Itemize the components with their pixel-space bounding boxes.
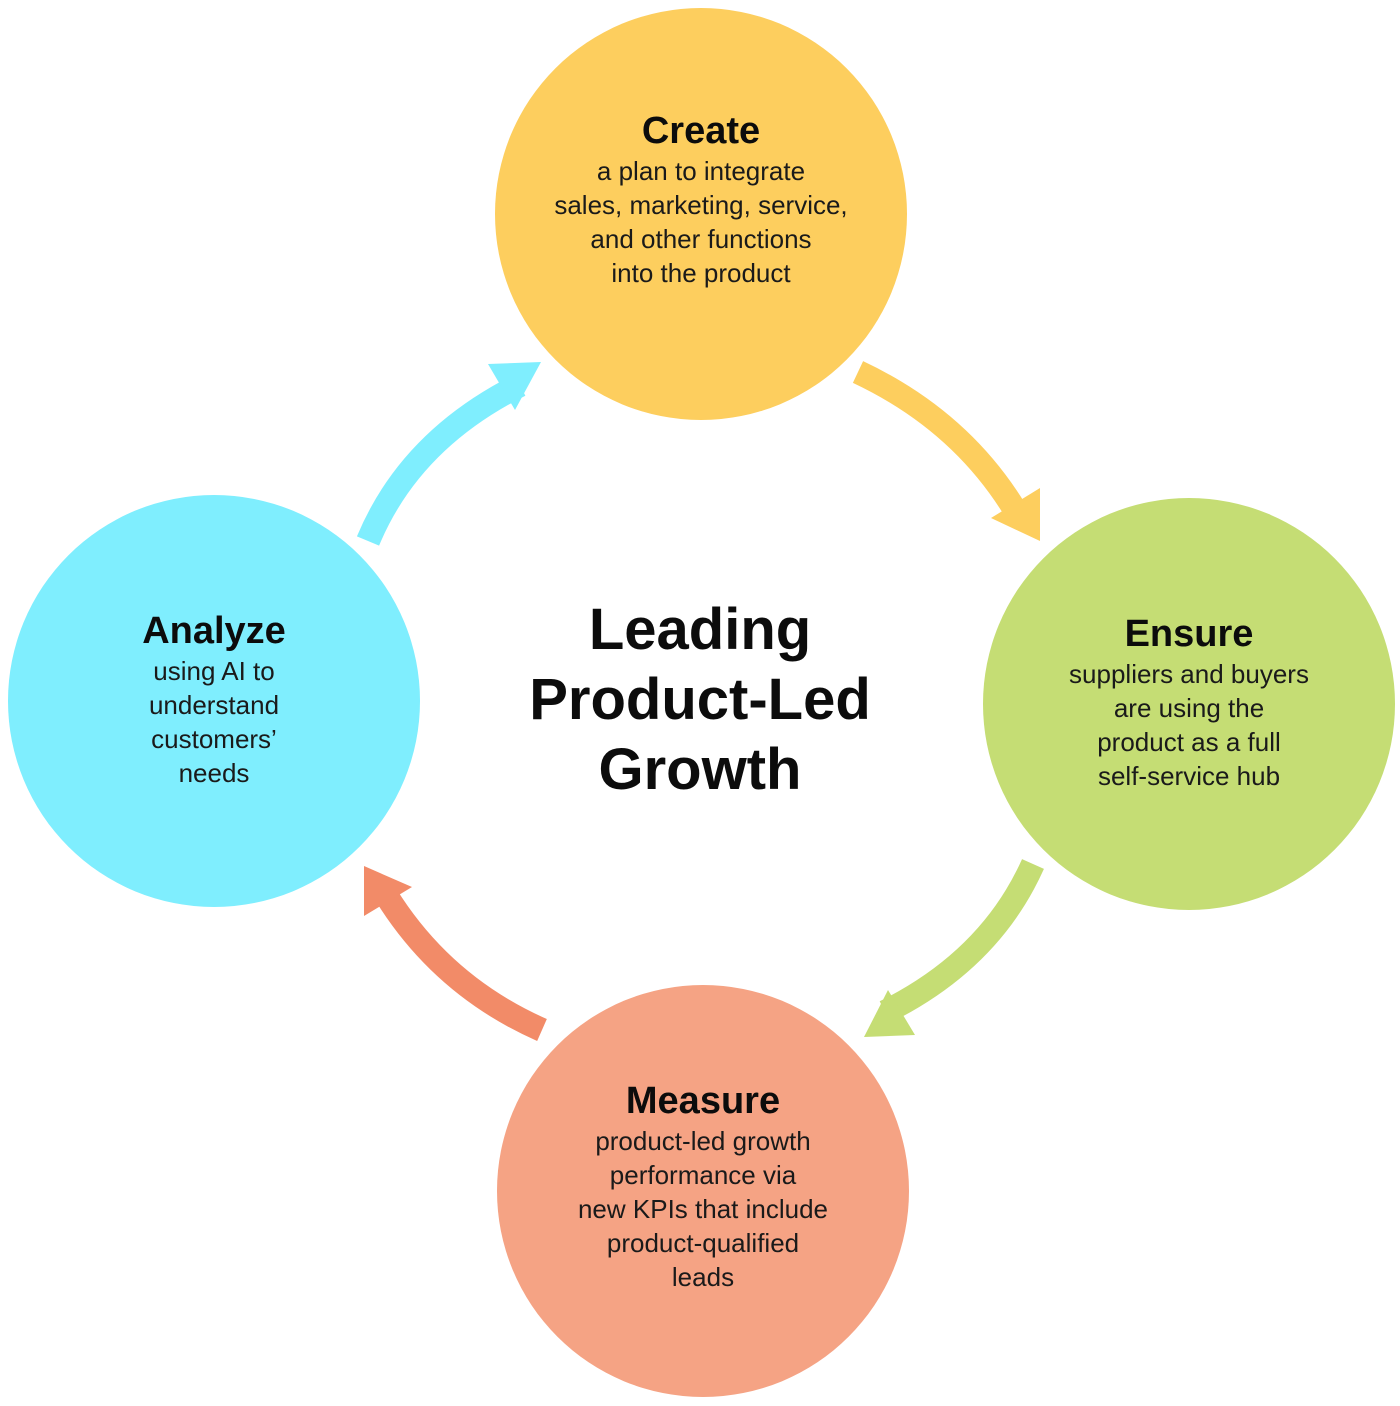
node-ensure: Ensure suppliers and buyers are using th…: [983, 498, 1395, 910]
node-measure-desc-line: leads: [671, 1262, 735, 1292]
node-create-description: a plan to integrate sales, marketing, se…: [554, 154, 847, 290]
node-ensure-desc-line: suppliers and buyers: [1069, 659, 1309, 689]
arrow-create-to-ensure: [852, 361, 1026, 517]
node-create-desc-line: a plan to integrate: [596, 156, 806, 186]
node-ensure-description: suppliers and buyers are using the produ…: [1069, 657, 1309, 793]
node-measure-desc-line: product-qualified: [606, 1228, 800, 1258]
node-ensure-desc-line: self-service hub: [1097, 761, 1281, 791]
node-ensure-desc-line: are using the: [1113, 693, 1265, 723]
node-measure: Measure product-led growth performance v…: [497, 985, 909, 1397]
node-create-title: Create: [641, 110, 761, 152]
node-analyze-desc-line: understand: [148, 690, 280, 720]
center-title-line: Leading: [588, 597, 812, 662]
node-create-desc-line: sales, marketing, service,: [554, 190, 848, 220]
node-ensure-title: Ensure: [1124, 613, 1254, 655]
node-analyze-desc-line: needs: [178, 758, 250, 788]
node-create-desc-line: into the product: [611, 258, 791, 288]
node-create: Create a plan to integrate sales, market…: [495, 8, 907, 420]
node-ensure-desc-line: product as a full: [1097, 727, 1281, 757]
center-title-line: Growth: [598, 737, 802, 802]
center-title-line: Product-Led: [529, 667, 871, 732]
node-measure-desc-line: product-led growth: [595, 1126, 811, 1156]
arrow-create-to-ensure-head: [991, 488, 1040, 541]
arrow-analyze-to-create: [356, 374, 526, 546]
node-measure-description: product-led growth performance via new K…: [578, 1124, 828, 1294]
node-analyze-desc-line: using AI to: [153, 656, 275, 686]
node-analyze: Analyze using AI to understand customers…: [8, 495, 420, 907]
node-analyze-desc-line: customers’: [151, 724, 277, 754]
node-analyze-title: Analyze: [142, 610, 286, 652]
node-measure-title: Measure: [625, 1080, 781, 1122]
arrow-ensure-to-measure-head: [864, 990, 915, 1037]
arrow-measure-to-analyze-head: [364, 866, 412, 916]
node-create-desc-line: and other functions: [590, 224, 812, 254]
arrow-measure-to-analyze: [372, 883, 547, 1041]
arrow-analyze-to-create-head: [488, 362, 541, 410]
node-analyze-description: using AI to understand customers’ needs: [149, 654, 279, 790]
node-measure-desc-line: new KPIs that include: [577, 1194, 829, 1224]
center-title: Leading Product-Led Growth: [470, 595, 930, 805]
arrow-ensure-to-measure: [879, 859, 1044, 1023]
node-measure-desc-line: performance via: [609, 1160, 797, 1190]
